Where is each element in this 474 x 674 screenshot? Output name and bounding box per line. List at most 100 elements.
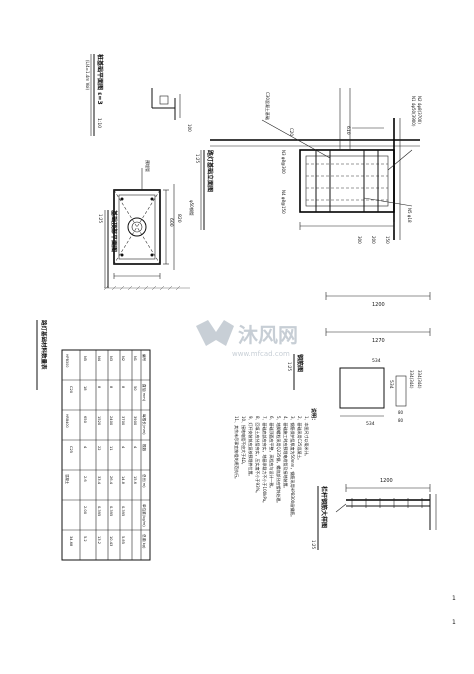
note-10: 10、接地电阻不应大于4Ω。 — [241, 416, 247, 467]
note-4: 4、基础施工时应预埋电缆管及接地装置。 — [283, 416, 289, 491]
dim-1200-b: 1200 — [380, 478, 393, 484]
column-title: 钢筋图 — [296, 354, 304, 372]
table-cell-1-4: 14.8 — [121, 476, 125, 485]
label-c30: C30混凝土基础 — [265, 92, 271, 120]
table-cell-0-0: N1 — [133, 356, 137, 361]
column-detail: 534 534 534 80 334(344) 334(344) 80 钢筋图 … — [287, 354, 422, 427]
table-cell-4-5: 2.00 — [83, 506, 87, 515]
base-top-detail-title: 桩基础平面图 ε=3 — [96, 54, 104, 105]
anchor-title: 栏杆钢筋大样图 — [320, 486, 328, 528]
table-cell-1-6: 5.85 — [121, 536, 125, 544]
note-7: 7、基础底部应夯实，地基承载力不小于100kPa。 — [262, 416, 268, 505]
table-cell-0-3: 4 — [133, 446, 137, 449]
dim-300: 300 — [357, 236, 362, 244]
label-n5: N5 φ18 — [407, 208, 412, 223]
table-cell-2-5: 0.395 — [109, 506, 113, 516]
table-cell-0-1: 50 — [133, 386, 137, 391]
dim-1270: 1270 — [372, 338, 385, 344]
dim-80-b: 80 — [398, 418, 404, 423]
watermark: 沐风网 www.mfcad.com — [196, 320, 298, 358]
table-cell-0-4: 15.6 — [133, 476, 137, 485]
table-cell-2-1: 8 — [109, 386, 113, 389]
table-total-0: C20 — [69, 386, 73, 394]
footer-mark-2: 1 — [452, 619, 456, 626]
table-cell-1-5: 0.395 — [121, 506, 125, 516]
table-cell-3-1: 8 — [97, 386, 101, 389]
note-1: 1、本图尺寸以毫米计。 — [304, 416, 310, 459]
base-plan-title: 基础顶部平面图 — [110, 209, 118, 252]
note-11: 11、其余未尽事宜按相关规范执行。 — [234, 416, 240, 481]
note-3: 3、钢筋保护层厚度为50mm，钢筋采用HPB300级钢筋。 — [290, 416, 296, 519]
label-n3: N3 φ8@300 — [281, 150, 286, 174]
table-side-1: HRB400 — [65, 414, 69, 428]
base-top-detail-note: (L/4=1.4m Vol) — [85, 60, 90, 91]
dim-610: 610 — [345, 126, 351, 135]
dim-150: 150 — [385, 236, 390, 244]
table-cell-2-0: N3 — [109, 356, 113, 361]
section-view: 610 N1 4φ50(3900) N2 4φ8(3700) N3 φ8@300… — [195, 88, 422, 244]
watermark-text: 沐风网 — [238, 323, 298, 347]
dim-200: 200 — [371, 236, 376, 244]
base-plan-scale: 1:25 — [98, 214, 103, 223]
table-cell-3-0: N4 — [97, 356, 101, 362]
table-header-4: 总长(m) — [142, 474, 147, 488]
dim-534-top: 534 — [372, 358, 381, 364]
table-title: 路灯基础材料数量表 — [40, 320, 48, 370]
section-title: 路灯基础立面图 — [206, 150, 214, 192]
label-n2: N2 4φ8(3700) — [417, 96, 422, 124]
base-plan-view: 600 820 预埋管 φ50钢管 基础顶部平面图 1:25 — [98, 160, 195, 291]
anchor-scale: 1:25 — [311, 540, 316, 549]
column-scale: 1:25 — [287, 362, 292, 371]
table-cell-3-2: 1520 — [97, 416, 101, 426]
table-cell-4-3: 4 — [83, 446, 87, 449]
table-header-6: 总重(kg) — [142, 534, 147, 549]
dim-1200-a: 1200 — [372, 302, 385, 308]
table-total-1: C25 — [69, 446, 73, 453]
table-cell-4-4: 2.6 — [83, 476, 87, 482]
label-n4: N4 φ8@150 — [281, 190, 286, 214]
watermark-logo-icon — [196, 320, 234, 346]
table-side-2: 混凝土 — [65, 474, 70, 485]
table-cell-2-3: 11 — [109, 446, 113, 451]
notes-block: 说明： 1、本图尺寸以毫米计。 2、基础采用C25混凝土。 3、钢筋保护层厚度为… — [234, 408, 317, 519]
table-cell-2-6: 10.43 — [109, 536, 113, 546]
table-side-0: HPB300 — [65, 354, 69, 367]
note-8: 8、回填土应分层夯实，压实度不小于93%。 — [255, 416, 261, 495]
table-cell-1-0: N2 — [121, 356, 125, 361]
table-header-1: 直径(mm) — [142, 384, 147, 402]
watermark-url: www.mfcad.com — [232, 350, 290, 358]
table-cell-1-1: 8 — [121, 386, 125, 389]
section-scale: 1:25 — [195, 154, 200, 163]
table-cell-4-1: 18 — [83, 386, 87, 391]
table-cell-3-4: 33.4 — [97, 476, 101, 485]
base-top-detail-scale: 1:10 — [96, 118, 102, 128]
table-cell-2-2: 2400 — [109, 416, 113, 426]
table-cell-3-3: 22 — [97, 446, 101, 451]
dim-334-a: 334(344) — [409, 370, 414, 389]
dim-600: 600 — [168, 218, 174, 227]
dim-100: 100 — [187, 124, 192, 132]
note-6: 6、基础顶面应平整，高程应与设计一致。 — [269, 416, 275, 491]
footer-mark-1: 1 — [452, 595, 456, 602]
dim-534-b: 534 — [388, 380, 394, 389]
table-cell-4-2: 650 — [83, 416, 87, 424]
table-total-2: 34.68 — [69, 536, 73, 547]
table-cell-4-0: N5 — [83, 356, 87, 361]
table-header-0: 编号 — [142, 354, 147, 362]
note-2: 2、基础采用C25混凝土。 — [297, 416, 303, 462]
label-n1: N1 4φ50(3900) — [411, 96, 416, 127]
table-cell-0-2: 3900 — [133, 416, 137, 426]
note-5: 5、地脚螺栓采用Q235钢，螺纹部分应镀锌处理。 — [276, 416, 282, 505]
table-cell-3-5: 0.395 — [97, 506, 101, 516]
table-cell-4-6: 5.2 — [83, 536, 87, 542]
dim-820: 820 — [176, 214, 182, 223]
table-header-5: 单位重(kg/m) — [142, 504, 147, 527]
base-top-detail: 100 桩基础平面图 ε=3 1:10 (L/4=1.4m Vol) — [85, 54, 192, 136]
table-cell-3-6: 13.2 — [97, 536, 101, 544]
dim-334-b: 334(344) — [417, 370, 422, 389]
table-cell-1-3: 4 — [121, 446, 125, 449]
anchor-detail: 1200 栏杆钢筋大样图 1:25 — [311, 478, 437, 550]
notes-title: 说明： — [310, 408, 317, 423]
